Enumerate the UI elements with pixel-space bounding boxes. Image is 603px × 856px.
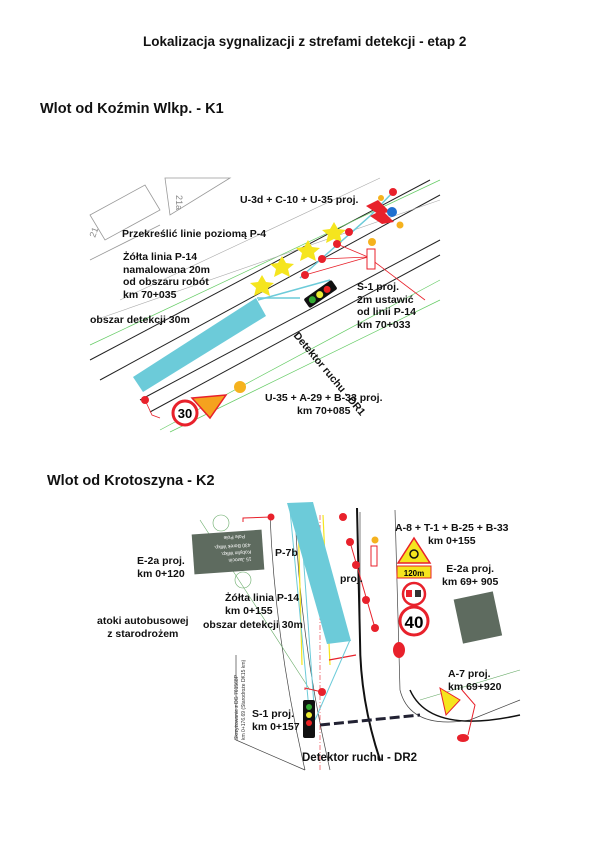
detection-zone-k1 bbox=[133, 298, 266, 392]
label-e2a-right: E-2a proj. km 69+ 905 bbox=[442, 563, 499, 588]
label-detector-dr2: Detektor ruchu - DR2 bbox=[302, 752, 418, 764]
warning-lamp-icon bbox=[368, 238, 376, 246]
page-title: Lokalizacja sygnalizacji z strefami dete… bbox=[143, 34, 467, 49]
label-cross-line: Przekreślić linie poziomą P-4 bbox=[122, 228, 267, 240]
label-p7b: P-7b bbox=[275, 547, 298, 559]
label-detection-k1: obszar detekcji 30m bbox=[90, 314, 190, 326]
speed-limit-30-sign: 30 bbox=[171, 399, 199, 427]
section-heading-k2: Wlot od Krotoszyna - K2 bbox=[47, 473, 215, 489]
label-signal-k2: S-1 proj. km 0+157 bbox=[252, 708, 300, 733]
svg-text:30: 30 bbox=[178, 406, 192, 421]
label-yellow-line-k2: Żółta linia P-14 km 0+155 bbox=[225, 592, 300, 617]
traffic-light-k1 bbox=[304, 280, 337, 308]
label-detection-k2: obszar detekcji 30m bbox=[203, 619, 303, 631]
direction-sign-icon bbox=[387, 207, 397, 217]
label-signs-top-k1: U-3d + C-10 + U-35 proj. bbox=[240, 194, 359, 206]
chevron-sign-icon bbox=[366, 200, 394, 224]
label-proj: proj. bbox=[340, 573, 363, 585]
warning-lamp-icon bbox=[234, 381, 246, 393]
label-a7: A-7 proj. km 69+920 bbox=[448, 668, 502, 693]
label-bus-stop: atoki autobusowej z starodrożem bbox=[97, 615, 189, 640]
label-yellow-line-k1: Żółta linia P-14 namalowana 20m od obsza… bbox=[123, 251, 210, 301]
barrier-post-icon bbox=[366, 248, 376, 270]
label-signs-bottom-k1: U-35 + A-29 + B-33 proj. km 70+085 bbox=[265, 392, 383, 417]
svg-text:21a: 21a bbox=[174, 195, 184, 210]
svg-text:21: 21 bbox=[87, 226, 100, 239]
label-signal-k1: S-1 proj. 2m ustawić od linii P-14 km 70… bbox=[357, 281, 416, 331]
label-signs-top-k2: A-8 + T-1 + B-25 + B-33 km 0+155 bbox=[395, 522, 509, 547]
warning-signal-sign bbox=[190, 394, 228, 420]
stars-markings bbox=[250, 222, 346, 296]
label-e2a-left: E-2a proj. km 0+120 bbox=[137, 555, 185, 580]
section-heading-k1: Wlot od Koźmin Wlkp. - K1 bbox=[40, 101, 224, 117]
